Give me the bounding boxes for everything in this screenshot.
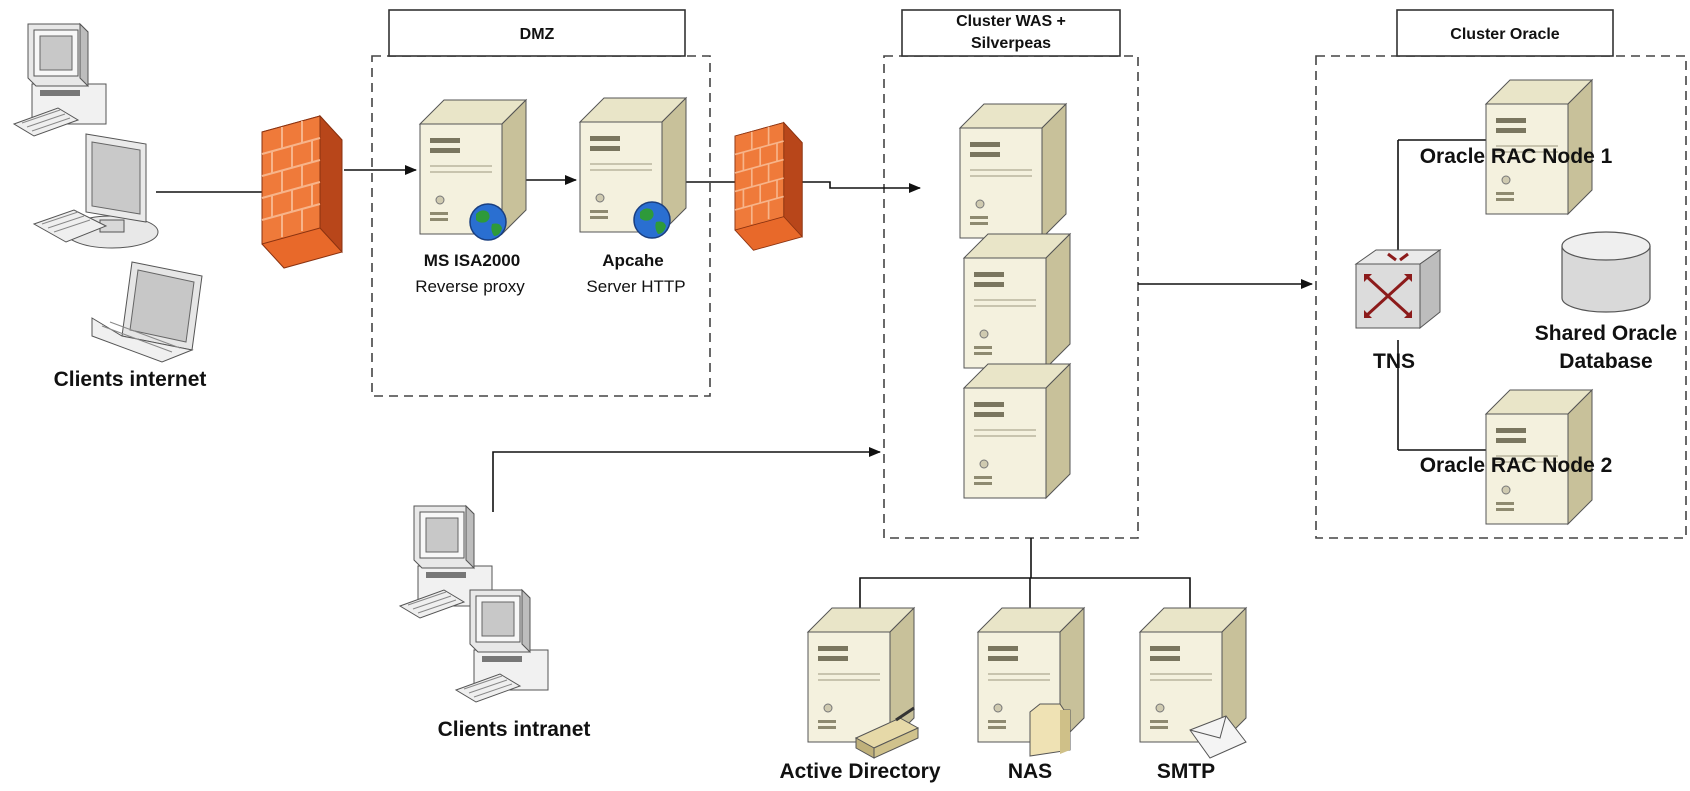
server-icon bbox=[963, 363, 1071, 499]
dmz-zone: DMZ bbox=[371, 9, 711, 397]
directory-icon bbox=[854, 706, 920, 759]
database-icon bbox=[1561, 231, 1651, 313]
server-icon bbox=[959, 103, 1067, 239]
server-icon bbox=[579, 97, 687, 233]
cluster-oracle-zone: Cluster Oracle bbox=[1315, 9, 1687, 539]
nas-label: NAS bbox=[1008, 760, 1052, 783]
link-intranet-cluster bbox=[492, 447, 881, 512]
was-servers bbox=[959, 103, 1071, 499]
active-directory-label: Active Directory bbox=[779, 760, 940, 783]
isa-name: MS ISA2000 bbox=[424, 251, 520, 270]
clients-intranet-label: Clients intranet bbox=[438, 718, 591, 741]
smtp-server: SMTP bbox=[1139, 607, 1247, 783]
apache-role: Server HTTP bbox=[586, 277, 685, 296]
globe-icon bbox=[469, 203, 507, 241]
connectors bbox=[156, 139, 1490, 628]
dmz-tab bbox=[388, 9, 686, 57]
router-icon bbox=[1354, 249, 1442, 330]
apache-server: Apcahe Server HTTP bbox=[579, 97, 687, 296]
dmz-title: DMZ bbox=[520, 26, 555, 43]
oracle-node1-label: Oracle RAC Node 1 bbox=[1420, 145, 1613, 168]
nas-server: NAS bbox=[977, 607, 1085, 783]
shared-db-label-1: Shared Oracle bbox=[1535, 322, 1677, 345]
apache-name: Apcahe bbox=[602, 251, 663, 270]
desktop-computer-icon bbox=[32, 133, 159, 249]
tns-label: TNS bbox=[1373, 350, 1415, 373]
clients-internet-label: Clients internet bbox=[54, 368, 207, 391]
cluster-oracle-title: Cluster Oracle bbox=[1450, 26, 1559, 43]
server-icon bbox=[963, 233, 1071, 369]
firewall-icon bbox=[734, 121, 804, 252]
desktop-computer-icon bbox=[455, 589, 549, 703]
oracle-node2: Oracle RAC Node 2 bbox=[1420, 389, 1613, 525]
link-firewall-cluster bbox=[800, 181, 921, 193]
services-bus bbox=[859, 577, 1191, 628]
oracle-node2-label: Oracle RAC Node 2 bbox=[1420, 454, 1613, 477]
envelope-icon bbox=[1189, 715, 1247, 759]
firewall-icon bbox=[261, 115, 343, 269]
isa-server: MS ISA2000 Reverse proxy bbox=[415, 99, 527, 296]
cluster-was-title-1: Cluster WAS + bbox=[956, 13, 1066, 30]
cluster-was-tab bbox=[901, 9, 1121, 57]
laptop-icon bbox=[91, 261, 203, 363]
isa-role: Reverse proxy bbox=[415, 277, 525, 296]
shared-database: Shared Oracle Database bbox=[1535, 231, 1677, 373]
tns-router: TNS bbox=[1354, 249, 1442, 373]
active-directory-server: Active Directory bbox=[779, 607, 941, 783]
desktop-computer-icon bbox=[13, 23, 107, 137]
cluster-was-title-2: Silverpeas bbox=[971, 35, 1051, 52]
shared-db-label-2: Database bbox=[1559, 350, 1652, 373]
folder-icon bbox=[1029, 703, 1071, 757]
globe-icon bbox=[633, 201, 671, 239]
clients-internet-group: Clients internet bbox=[13, 23, 207, 391]
cluster-was-zone: Cluster WAS + Silverpeas bbox=[883, 9, 1139, 539]
clients-intranet-group: Clients intranet bbox=[399, 505, 591, 741]
oracle-node1: Oracle RAC Node 1 bbox=[1420, 79, 1613, 215]
cluster-oracle-tab bbox=[1396, 9, 1614, 57]
smtp-label: SMTP bbox=[1157, 760, 1215, 783]
